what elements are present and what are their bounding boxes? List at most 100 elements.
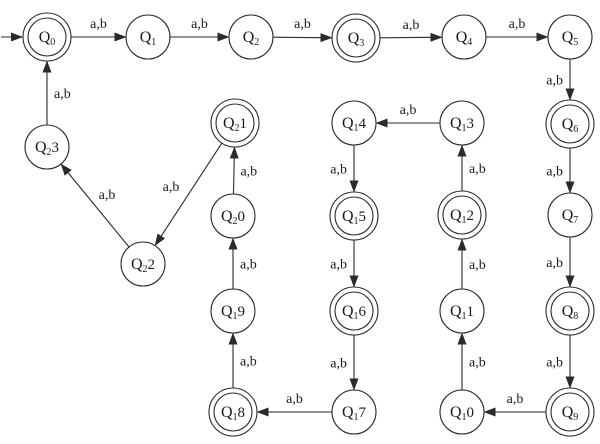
state-circle xyxy=(331,389,377,435)
state-circle xyxy=(439,100,485,146)
state-label: Q0 xyxy=(39,29,56,48)
transition-label-q0-q1: a,b xyxy=(90,17,107,32)
state-q15: Q15 xyxy=(329,191,379,241)
state-inner-circle xyxy=(442,195,482,235)
state-q8: Q8 xyxy=(545,286,595,336)
state-q1: Q1 xyxy=(125,14,171,60)
transition-label-q6-q7: a,b xyxy=(546,165,563,180)
state-inner-circle xyxy=(550,291,590,331)
transition-label-q11-q12: a,b xyxy=(469,258,486,273)
state-q22: Q22 xyxy=(120,241,166,287)
transition-label-q19-q20: a,b xyxy=(240,258,257,273)
state-q14: Q14 xyxy=(331,100,377,146)
state-label: Q3 xyxy=(348,30,365,49)
transition-label-q3-q4: a,b xyxy=(403,18,420,33)
transition-label-q10-q11: a,b xyxy=(469,356,486,371)
state-label: Q1 xyxy=(140,29,157,48)
state-label: Q18 xyxy=(221,404,245,423)
transition-label-q2-q3: a,b xyxy=(294,17,311,32)
transition-q21-q22 xyxy=(154,142,223,246)
state-label: Q20 xyxy=(221,208,245,227)
state-q23: Q23 xyxy=(24,124,70,170)
state-label: Q12 xyxy=(450,207,474,226)
state-q17: Q17 xyxy=(331,389,377,435)
state-circle xyxy=(441,14,487,60)
transition-label-q14-q15: a,b xyxy=(330,163,347,178)
transition-q20-q21 xyxy=(229,146,239,195)
state-q10: Q10 xyxy=(439,389,485,435)
transition-label-q20-q21: a,b xyxy=(240,164,257,179)
state-q18: Q18 xyxy=(208,387,258,437)
transition-label-q1-q2: a,b xyxy=(191,17,208,32)
transition-label-q12-q13: a,b xyxy=(469,162,486,177)
state-inner-circle xyxy=(213,392,253,432)
state-circle xyxy=(125,14,171,60)
transition-label-q5-q6: a,b xyxy=(546,74,563,89)
state-q0: Q0 xyxy=(1,12,72,62)
state-label: Q23 xyxy=(35,139,59,158)
state-q21: Q21 xyxy=(210,98,260,148)
state-inner-circle xyxy=(215,103,255,143)
state-q3: Q3 xyxy=(331,13,381,63)
transitions-layer: a,b a,b a,b a,b a,b a,b a,b a,b a,b a,b a,b a,b a,b a… xyxy=(42,17,575,417)
state-label: Q9 xyxy=(562,404,579,423)
state-label: Q15 xyxy=(342,208,366,227)
transition-label-q7-q8: a,b xyxy=(546,256,563,271)
state-inner-circle xyxy=(27,17,67,57)
state-q13: Q13 xyxy=(439,100,485,146)
state-label: Q21 xyxy=(223,115,247,134)
state-label: Q10 xyxy=(450,404,474,423)
transition-label-q8-q9: a,b xyxy=(546,356,563,371)
state-q11: Q11 xyxy=(439,288,485,334)
state-q19: Q19 xyxy=(210,288,256,334)
transition-label-q4-q5: a,b xyxy=(509,17,526,32)
state-circle xyxy=(24,124,70,170)
state-q16: Q16 xyxy=(329,286,379,336)
transition-label-q18-q19: a,b xyxy=(240,355,257,370)
state-circle xyxy=(120,241,166,287)
state-label: Q22 xyxy=(131,256,155,275)
transition-label-q21-q22: a,b xyxy=(163,180,180,195)
state-q12: Q12 xyxy=(437,190,487,240)
state-inner-circle xyxy=(550,104,590,144)
state-circle xyxy=(547,192,593,238)
state-label: Q16 xyxy=(342,303,367,322)
transition-q2-q3 xyxy=(272,33,333,43)
state-circle xyxy=(228,14,274,60)
state-circle xyxy=(331,100,377,146)
state-label: Q4 xyxy=(456,29,473,48)
state-circle xyxy=(547,14,593,60)
state-circle xyxy=(210,288,256,334)
state-q4: Q4 xyxy=(441,14,487,60)
state-label: Q14 xyxy=(342,115,367,134)
state-inner-circle xyxy=(550,392,590,432)
transition-q22-q23 xyxy=(60,163,130,248)
state-q7: Q7 xyxy=(547,192,593,238)
transition-label-q13-q14: a,b xyxy=(400,103,417,118)
state-label: Q17 xyxy=(342,404,367,423)
state-q2: Q2 xyxy=(228,14,274,60)
transition-q3-q4 xyxy=(379,32,443,42)
state-label: Q8 xyxy=(562,303,579,322)
state-q20: Q20 xyxy=(210,193,256,239)
transition-label-q22-q23: a,b xyxy=(99,188,116,203)
state-inner-circle xyxy=(336,18,376,58)
transition-label-q16-q17: a,b xyxy=(330,357,347,372)
state-circle xyxy=(210,193,256,239)
state-label: Q19 xyxy=(221,303,245,322)
transition-label-q17-q18: a,b xyxy=(286,392,303,407)
state-label: Q6 xyxy=(562,116,579,135)
state-q6: Q6 xyxy=(545,99,595,149)
state-q5: Q5 xyxy=(547,14,593,60)
state-label: Q11 xyxy=(450,303,474,322)
state-label: Q5 xyxy=(562,29,579,48)
state-inner-circle xyxy=(334,291,374,331)
transition-label-q23-q0: a,b xyxy=(54,87,71,102)
state-label: Q13 xyxy=(450,115,474,134)
state-circle xyxy=(439,389,485,435)
state-label: Q7 xyxy=(562,207,579,226)
state-label: Q2 xyxy=(243,29,260,48)
